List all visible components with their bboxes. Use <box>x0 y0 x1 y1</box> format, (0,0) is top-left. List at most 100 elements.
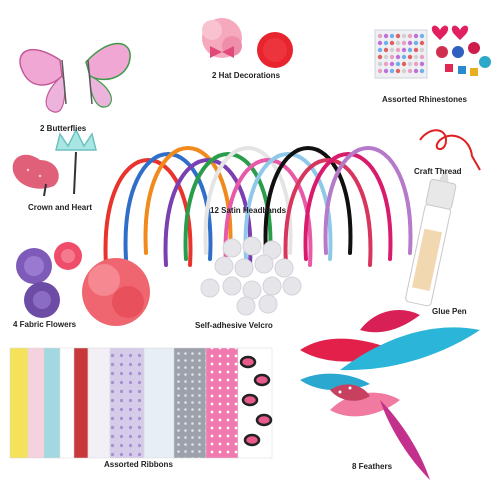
rhinestone-icon <box>389 68 395 74</box>
headband-icon <box>283 158 373 267</box>
velcro-dot-icon <box>262 276 282 296</box>
rhinestone-icon <box>377 33 383 39</box>
rhinestone-icon <box>401 54 407 60</box>
rhinestone-icon <box>413 33 419 39</box>
rhinestone-icon <box>395 47 401 53</box>
headband-icon <box>103 146 413 267</box>
headband-icon <box>143 146 233 255</box>
rhinestone-icon <box>389 47 395 53</box>
rhinestone-icon <box>383 33 389 39</box>
rhinestone-icon <box>401 47 407 53</box>
ribbon-icon <box>9 347 273 459</box>
rhinestone-icon <box>389 61 395 67</box>
butterfly-icon <box>85 42 131 108</box>
rhinestone-icon <box>419 54 425 60</box>
velcro-dot-icon <box>236 296 256 316</box>
glue-pen-icon <box>405 171 457 307</box>
ribbon-icon <box>9 347 29 459</box>
ribbon-icon <box>27 347 45 459</box>
rhinestone-icon <box>377 61 383 67</box>
velcro-dot-icon <box>242 280 262 300</box>
crown-heart-label: Crown and Heart <box>28 203 93 212</box>
velcro-dot-icon <box>200 278 220 298</box>
ribbon-icon <box>73 347 89 459</box>
feather-icon <box>300 310 480 480</box>
velcro-dot-icon <box>200 236 302 316</box>
ribbon-icon <box>87 347 111 459</box>
hat-decorations-label: 2 Hat Decorations <box>212 71 281 80</box>
velcro-dot-icon <box>242 236 262 256</box>
rhinestones-label: Assorted Rhinestones <box>382 95 467 104</box>
rhinestone-icon <box>413 54 419 60</box>
rhinestone-icon <box>389 33 395 39</box>
ribbon-icon <box>109 347 145 459</box>
rhinestone-icon <box>419 33 425 39</box>
rhinestone-icon <box>395 61 401 67</box>
headband-icon <box>203 146 293 255</box>
butterflies-label: 2 Butterflies <box>40 124 87 133</box>
ribbon-icon <box>241 393 259 407</box>
rhinestone-icon <box>407 54 413 60</box>
crown-icon <box>55 128 97 195</box>
velcro-dot-icon <box>222 238 242 258</box>
rhinestone-icon <box>413 61 419 67</box>
ribbon-icon <box>143 347 175 459</box>
thread-icon <box>419 129 481 171</box>
feathers-label: 8 Feathers <box>352 462 393 471</box>
headbands-label: 12 Satin Headbands <box>210 206 287 215</box>
rhinestone-icon <box>383 47 389 53</box>
rhinestone-icon <box>374 25 491 79</box>
ribbons-label: Assorted Ribbons <box>104 460 173 469</box>
glue-pen-label: Glue Pen <box>432 307 467 316</box>
headband-icon <box>263 146 353 255</box>
butterfly-icon <box>19 48 67 113</box>
fabric-flowers-label: 4 Fabric Flowers <box>13 320 77 329</box>
rhinestone-icon <box>419 68 425 74</box>
hat-decoration-icon <box>257 32 293 68</box>
ribbon-icon <box>255 413 273 427</box>
rhinestone-icon <box>401 61 407 67</box>
rhinestone-icon <box>395 54 401 60</box>
rhinestone-icon <box>401 40 407 46</box>
rhinestone-icon <box>419 40 425 46</box>
ribbon-icon <box>253 373 271 387</box>
rhinestone-icon <box>389 40 395 46</box>
rhinestone-icon <box>377 40 383 46</box>
velcro-dot-icon <box>274 258 294 278</box>
rhinestone-icon <box>395 40 401 46</box>
velcro-dot-icon <box>282 276 302 296</box>
heart-icon <box>12 154 59 197</box>
rhinestone-icon <box>383 61 389 67</box>
velcro-dot-icon <box>254 254 274 274</box>
rhinestone-icon <box>395 68 401 74</box>
fabric-flower-icon <box>16 248 52 284</box>
craft-thread-label: Craft Thread <box>414 167 462 176</box>
rhinestone-icon <box>407 68 413 74</box>
ribbon-icon <box>59 347 75 459</box>
rhinestone-icon <box>419 47 425 53</box>
rhinestone-icon <box>413 40 419 46</box>
ribbon-icon <box>43 347 61 459</box>
rhinestone-icon <box>407 40 413 46</box>
rhinestone-icon <box>389 54 395 60</box>
rhinestone-icon <box>401 33 407 39</box>
headband-icon <box>303 152 393 261</box>
rhinestone-icon <box>413 68 419 74</box>
rhinestone-icon <box>407 47 413 53</box>
rhinestone-icon <box>401 68 407 74</box>
headband-icon <box>323 146 413 255</box>
fabric-flower-icon <box>82 258 150 326</box>
rhinestone-icon <box>407 61 413 67</box>
rhinestone-icon <box>377 47 383 53</box>
velcro-label: Self-adhesive Velcro <box>195 321 273 330</box>
rhinestone-icon <box>383 68 389 74</box>
velcro-dot-icon <box>234 258 254 278</box>
rhinestone-icon <box>419 61 425 67</box>
rhinestone-icon <box>377 54 383 60</box>
velcro-dot-icon <box>222 276 242 296</box>
rhinestone-icon <box>413 47 419 53</box>
fabric-flower-icon <box>54 242 82 270</box>
ribbon-icon <box>243 433 261 447</box>
